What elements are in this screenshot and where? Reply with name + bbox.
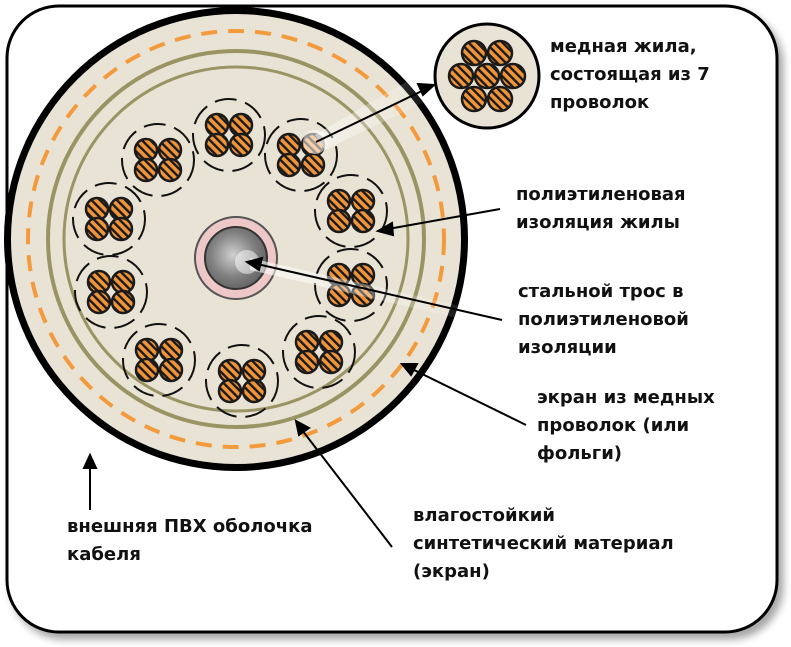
- core-wire: [228, 132, 254, 158]
- core-8: [74, 255, 148, 329]
- core-wire: [276, 132, 302, 158]
- cable-cross-section: [4, 7, 468, 471]
- label-pvc-sheath: внешняя ПВХ оболочка кабеля: [67, 516, 313, 565]
- core-wire: [84, 196, 110, 222]
- core-wire: [217, 358, 243, 384]
- core-10: [121, 123, 195, 197]
- core-insulation: [282, 315, 356, 389]
- copper-core-zoom: [433, 22, 541, 130]
- highlight-beam-copper: [315, 62, 445, 150]
- core-insulation: [122, 323, 196, 397]
- arrow-copper-line: [315, 89, 425, 143]
- core-wire: [326, 188, 352, 214]
- core-wire: [110, 269, 136, 295]
- label-copper-screen: экран из медных проволок (или фольги): [537, 387, 715, 464]
- arrow-copper-head: [416, 82, 437, 97]
- zoom-wire: [499, 62, 527, 90]
- water-resistant-ring: [46, 49, 426, 429]
- core-3: [314, 174, 388, 248]
- core-wire: [134, 357, 160, 383]
- core-wire: [86, 289, 112, 315]
- arrow-water-head: [294, 419, 311, 437]
- arrow-screen-head: [399, 363, 419, 377]
- zoom-wires-group: [447, 39, 527, 113]
- core-wire: [228, 112, 254, 138]
- core-wire: [134, 337, 160, 363]
- core-insulation: [205, 344, 279, 418]
- arrow-pe-head: [375, 221, 395, 237]
- core-wire: [217, 378, 243, 404]
- core-wire: [157, 157, 183, 183]
- core-insulation: [314, 174, 388, 248]
- core-9: [72, 182, 146, 256]
- core-wire: [241, 358, 267, 384]
- arrow-steel-line: [256, 263, 503, 321]
- core-wire: [276, 152, 302, 178]
- core-wire: [158, 357, 184, 383]
- core-insulation: [72, 182, 146, 256]
- core-wire: [84, 216, 110, 242]
- core-wire: [133, 137, 159, 163]
- core-wire: [318, 349, 344, 375]
- core-1: [192, 98, 266, 172]
- label-steel-rope: стальной трос в полиэтиленовой изоляции: [518, 281, 689, 358]
- inner-ring: [62, 65, 410, 413]
- core-wire: [350, 208, 376, 234]
- core-wire: [86, 269, 112, 295]
- core-insulation: [264, 118, 338, 192]
- core-wire: [350, 188, 376, 214]
- arrow-pvc-head: [82, 452, 98, 469]
- core-insulation: [74, 255, 148, 329]
- core-wire: [204, 132, 230, 158]
- label-copper-core: медная жила, состоящая из 7 проволок: [550, 36, 710, 113]
- arrow-screen-line: [411, 368, 527, 426]
- core-wire: [204, 112, 230, 138]
- core-wire: [326, 208, 352, 234]
- zoom-wire: [460, 85, 488, 113]
- zoom-wire: [473, 62, 501, 90]
- highlight-spot-core: [303, 130, 327, 154]
- core-insulation: [192, 98, 266, 172]
- label-water-resistant: влагостойкий синтетический материал (экр…: [413, 505, 674, 582]
- core-7: [122, 323, 196, 397]
- core-5: [282, 315, 356, 389]
- arrow-pe-line: [387, 208, 501, 230]
- core-wire: [108, 196, 134, 222]
- core-wire: [241, 378, 267, 404]
- zoom-wire: [447, 62, 475, 90]
- arrow-water-line: [301, 429, 393, 548]
- core-wire: [294, 349, 320, 375]
- core-6: [205, 344, 279, 418]
- arrow-steel-head: [244, 256, 264, 272]
- core-wire: [108, 216, 134, 242]
- zoom-wire: [460, 39, 488, 67]
- label-pe-insulation: полиэтиленовая изоляция жилы: [516, 184, 686, 233]
- arrows: [82, 82, 527, 548]
- zoom-wire: [486, 39, 514, 67]
- highlight-beam-steel: [250, 258, 500, 328]
- core-wire: [133, 157, 159, 183]
- core-insulation: [121, 123, 195, 197]
- screen-dashes: [26, 29, 446, 449]
- core-wire: [294, 329, 320, 355]
- core-wire: [300, 152, 326, 178]
- core-wire: [318, 329, 344, 355]
- core-wire: [158, 337, 184, 363]
- core-wire: [110, 289, 136, 315]
- zoom-wire: [486, 85, 514, 113]
- core-wire: [157, 137, 183, 163]
